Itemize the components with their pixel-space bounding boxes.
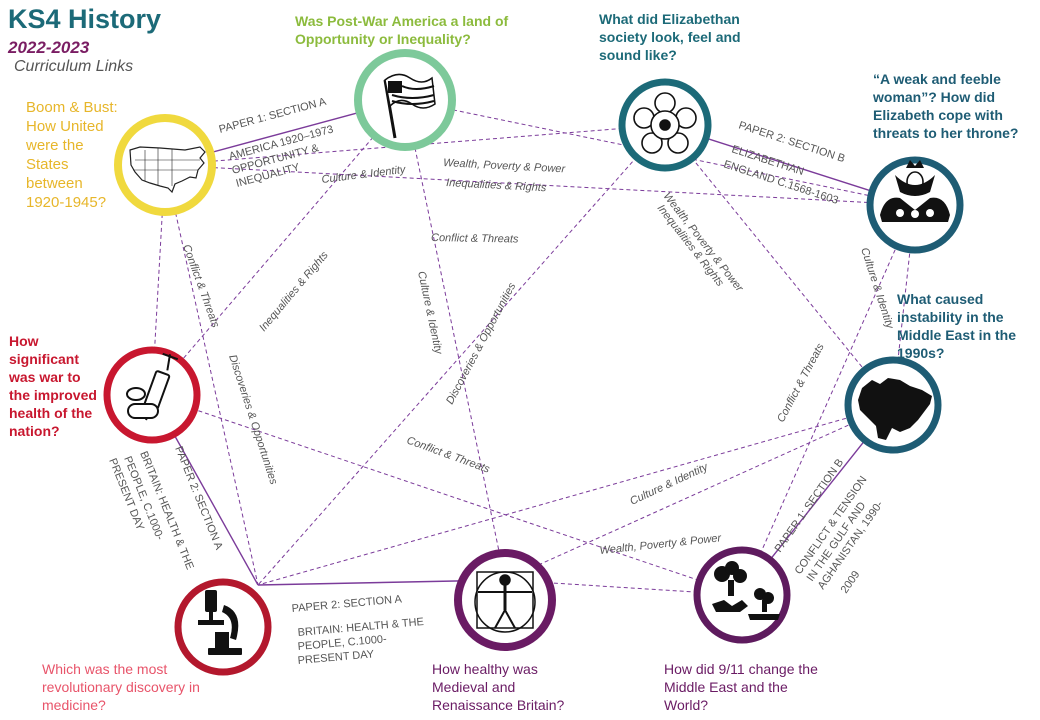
subtitle: Curriculum Links [14,58,134,75]
post-war-topic-node[interactable] [354,49,456,151]
question-weak-feeble: “A weak and feeble woman”? How did Eliza… [873,71,1019,141]
middle-east-map-icon [858,378,932,440]
link-label: Wealth, Poverty & Power [443,157,567,175]
year-label: 2022-2023 [8,38,90,57]
link-label: Wealth, Poverty & Power [661,190,746,295]
link-line [404,99,506,581]
link-label: Culture & Identity [628,461,711,508]
link-label: Conflict & Threats [431,232,519,246]
link-line [741,204,916,596]
question-elizabethan-society: What did Elizabethan society look, feel … [599,11,741,63]
nine-eleven-topic-node[interactable] [693,546,791,644]
medieval-topic-node[interactable] [454,549,556,651]
link-line [151,99,406,396]
vitruvian-man-icon [474,571,536,633]
question-war-health: How significant was war to the improved … [9,333,97,439]
question-boom-bust: Boom & Bust: How United were the States … [26,99,118,211]
link-line [504,404,894,581]
link-label: Conflict & Threats [180,243,221,330]
explosion-icon [712,561,780,620]
usa-map-icon [129,146,206,194]
elizabeth-threats-topic-node[interactable] [866,156,964,254]
link-label: Wealth, Poverty & Power [599,532,723,557]
link-label: Culture & Identity [858,246,896,331]
middle-east-topic-node[interactable] [844,356,942,454]
dashed-links [151,99,916,596]
link-line [892,204,916,406]
paper-label: PAPER 2: SECTION A [291,593,403,615]
link-label: Inequalities & Rights [257,249,331,334]
us-flag-icon [383,73,436,139]
question-revolutionary: Which was the most revolutionary discove… [42,661,200,713]
link-line [164,164,259,586]
link-line [257,404,894,586]
page-title: KS4 History [8,4,162,34]
question-post-war: Was Post-War America a land of Opportuni… [295,13,509,47]
link-label: Conflict & Threats [405,435,492,476]
question-nine-eleven: How did 9/11 change the Middle East and … [664,661,818,713]
link-label: Inequalities & Rights [446,177,547,194]
topic-label: 2009 [839,569,863,596]
link-label: Culture & Identity [415,270,445,356]
link-line [151,394,743,596]
revolutionary-topic-node[interactable] [174,578,272,676]
link-line [164,164,916,206]
link-label: Discoveries & Opportunities [226,353,280,486]
question-middle-east: What caused instability in the Middle Ea… [897,291,1017,361]
link-label: Culture & Identity [321,164,408,186]
usa-topic-node[interactable] [114,114,216,216]
war-health-topic-node[interactable] [103,346,201,444]
tudor-rose-icon [633,92,697,154]
link-line [257,124,666,586]
syringe-pills-icon [126,352,179,421]
elizabethan-society-topic-node[interactable] [618,78,712,172]
question-medieval: How healthy was Medieval and Renaissance… [432,661,565,713]
microscope-icon [198,590,242,655]
link-label: Conflict & Threats [775,341,827,424]
elizabeth-queen-icon [880,160,950,222]
